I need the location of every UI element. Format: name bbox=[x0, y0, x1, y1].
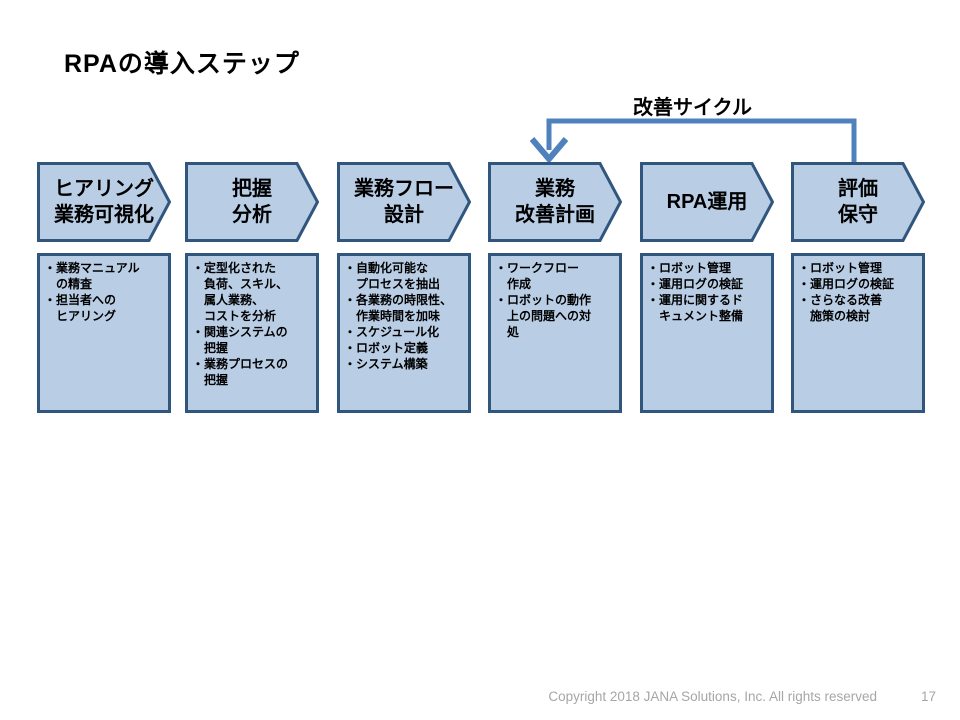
step-column-5: RPA運用 ・ロボット管理・運用ログの検証・運用に関するド キュメント整備 bbox=[640, 162, 774, 413]
step-detail-box: ・ロボット管理・運用ログの検証・さらなる改善 施策の検討 bbox=[791, 253, 925, 413]
detail-item: ・ロボット管理 bbox=[798, 261, 883, 275]
step-chevron: 評価 保守 bbox=[791, 162, 925, 242]
cycle-arrow-head-icon bbox=[529, 137, 569, 164]
detail-item: ・関連システムの 把握 bbox=[192, 324, 288, 355]
step-chevron: 業務 改善計画 bbox=[488, 162, 622, 242]
detail-item: ・運用ログの検証 bbox=[798, 276, 895, 291]
chevron-arrow-shape bbox=[791, 162, 925, 242]
cycle-arrow-route bbox=[546, 118, 857, 163]
page-number: 17 bbox=[920, 689, 936, 704]
step-chevron-label: 評価 保守 bbox=[838, 178, 878, 226]
step-chevron: RPA運用 bbox=[640, 162, 774, 242]
step-column-1: ヒアリング 業務可視化 ・業務マニュアル の精査・担当者への ヒアリング bbox=[37, 162, 171, 413]
step-chevron-label: ヒアリング 業務可視化 bbox=[54, 178, 154, 226]
step-column-2: 把握 分析 ・定型化された 負荷、スキル、 属人業務、 コストを分析・関連システ… bbox=[185, 162, 319, 413]
chevron-arrow-shape bbox=[185, 162, 319, 242]
step-chevron-label: 業務 改善計画 bbox=[515, 178, 595, 226]
step-detail-box: ・自動化可能な プロセスを抽出・各業務の時限性、 作業時間を加味・スケジュール化… bbox=[337, 253, 471, 413]
detail-item: ・自動化可能な プロセスを抽出 bbox=[344, 261, 441, 291]
step-column-4: 業務 改善計画 ・ワークフロー 作成・ロボットの動作 上の問題への対 処 bbox=[488, 162, 622, 413]
detail-item: ・定型化された 負荷、スキル、 属人業務、 コストを分析 bbox=[192, 261, 289, 323]
step-chevron-label: 業務フロー 設計 bbox=[354, 178, 454, 226]
detail-item: ・ロボット定義 bbox=[344, 340, 429, 355]
detail-item: ・スケジュール化 bbox=[344, 324, 440, 339]
step-detail-box: ・定型化された 負荷、スキル、 属人業務、 コストを分析・関連システムの 把握・… bbox=[185, 253, 319, 413]
detail-item: ・ロボットの動作 上の問題への対 処 bbox=[495, 292, 592, 339]
detail-item: ・業務プロセスの 把握 bbox=[192, 356, 289, 387]
page-title: RPAの導入ステップ bbox=[64, 50, 300, 78]
detail-item: ・運用ログの検証 bbox=[647, 276, 744, 291]
chevron-arrow-shape bbox=[37, 162, 171, 242]
detail-item: ・さらなる改善 施策の検討 bbox=[798, 292, 883, 323]
detail-item: ・各業務の時限性、 作業時間を加味 bbox=[344, 292, 453, 323]
step-detail-box: ・ワークフロー 作成・ロボットの動作 上の問題への対 処 bbox=[488, 253, 622, 413]
detail-item: ・ロボット管理 bbox=[647, 261, 732, 275]
improvement-cycle-label: 改善サイクル bbox=[633, 97, 752, 119]
chevron-arrow-shape bbox=[337, 162, 471, 242]
step-chevron: 業務フロー 設計 bbox=[337, 162, 471, 242]
step-chevron: ヒアリング 業務可視化 bbox=[37, 162, 171, 242]
step-chevron: 把握 分析 bbox=[185, 162, 319, 242]
chevron-arrow-shape bbox=[640, 162, 774, 242]
detail-item: ・ワークフロー 作成 bbox=[495, 261, 580, 291]
detail-item: ・担当者への ヒアリング bbox=[44, 292, 117, 323]
detail-item: ・運用に関するド キュメント整備 bbox=[647, 292, 744, 323]
step-chevron-label: RPA運用 bbox=[666, 191, 748, 213]
detail-item: ・システム構築 bbox=[344, 356, 428, 371]
step-detail-box: ・ロボット管理・運用ログの検証・運用に関するド キュメント整備 bbox=[640, 253, 774, 413]
step-column-6: 評価 保守 ・ロボット管理・運用ログの検証・さらなる改善 施策の検討 bbox=[791, 162, 925, 413]
step-column-3: 業務フロー 設計 ・自動化可能な プロセスを抽出・各業務の時限性、 作業時間を加… bbox=[337, 162, 471, 413]
step-chevron-label: 把握 分析 bbox=[232, 178, 272, 226]
chevron-arrow-shape bbox=[488, 162, 622, 242]
footer-copyright: Copyright 2018 JANA Solutions, Inc. All … bbox=[548, 689, 877, 704]
step-detail-box: ・業務マニュアル の精査・担当者への ヒアリング bbox=[37, 253, 171, 413]
detail-item: ・業務マニュアル の精査 bbox=[44, 261, 140, 291]
